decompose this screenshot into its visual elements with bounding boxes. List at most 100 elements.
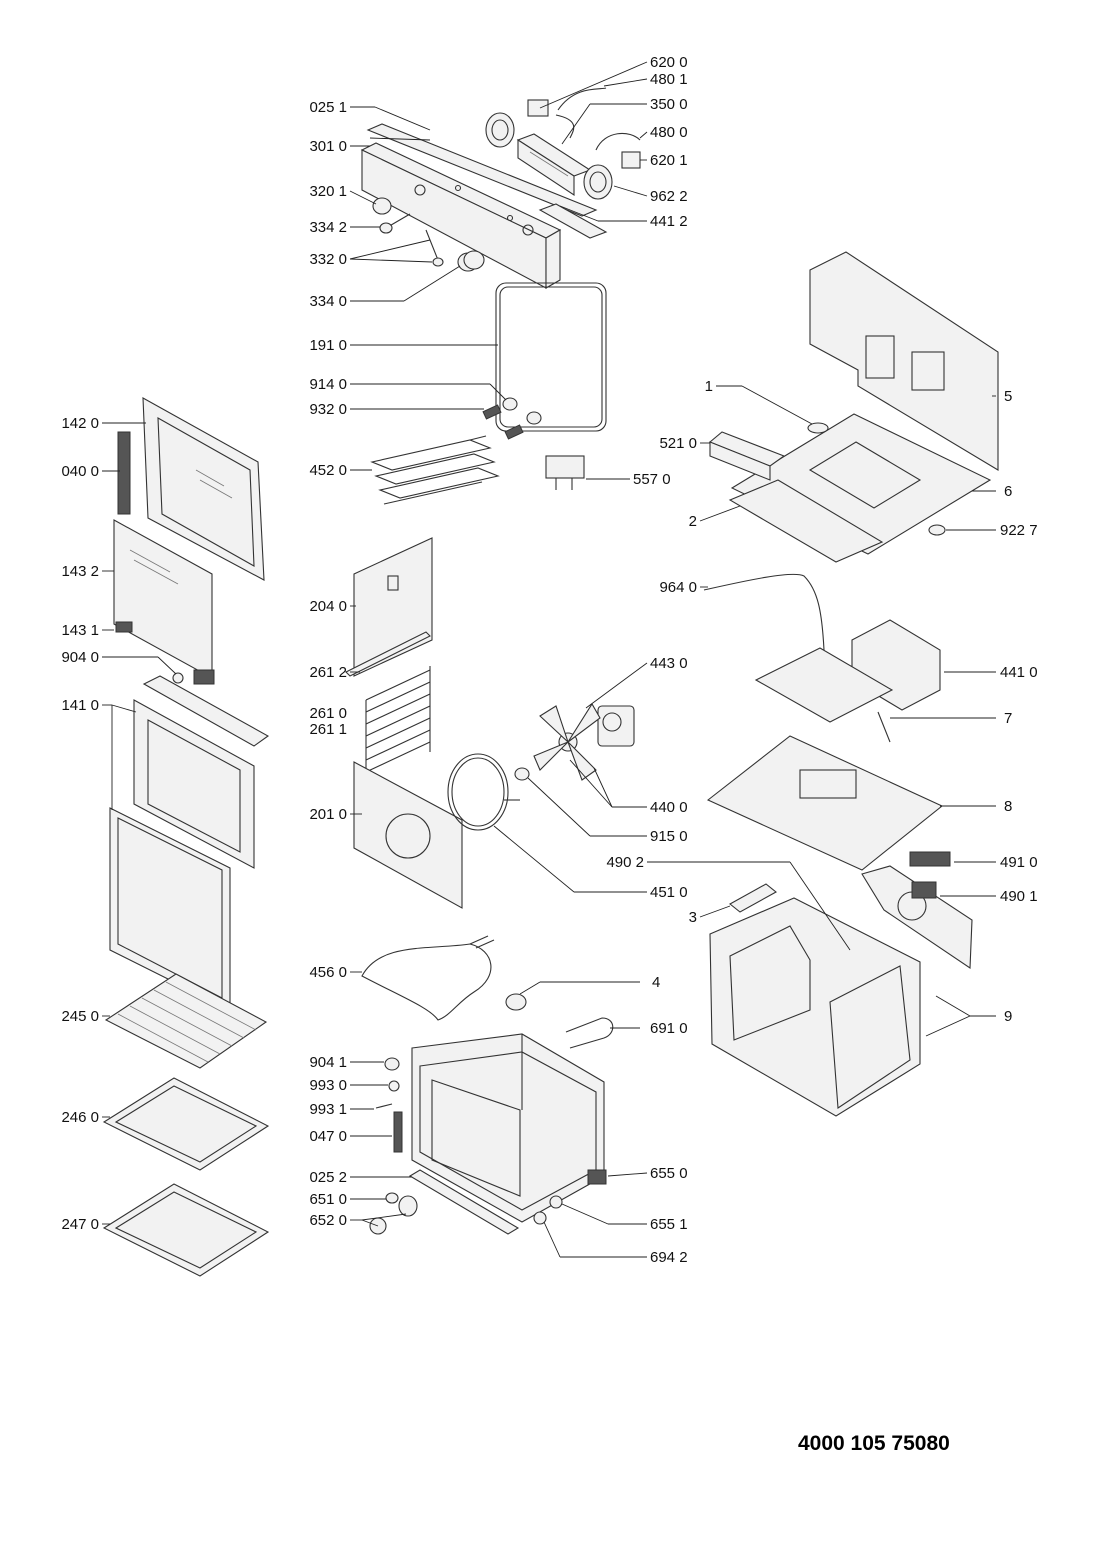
circular-heating-element — [447, 753, 520, 831]
callout-922-7: 922 7 — [1000, 522, 1038, 539]
selector-switch-left — [485, 99, 549, 148]
callout-143-2: 143 2 — [61, 563, 99, 580]
callout-557-0: 557 0 — [633, 471, 671, 488]
callout-141-0: 141 0 — [61, 697, 99, 714]
callout-6: 6 — [1004, 483, 1012, 500]
callout-245-0: 245 0 — [61, 1008, 99, 1025]
control-panel-trim — [366, 123, 598, 217]
callout-191-0: 191 0 — [309, 337, 347, 354]
outer-door-frame — [142, 397, 265, 581]
lamp-socket — [385, 1192, 399, 1204]
cooling-duct-plate — [728, 479, 884, 563]
fan-motor — [597, 705, 635, 747]
callout-040-0: 040 0 — [61, 463, 99, 480]
callout-247-0: 247 0 — [61, 1216, 99, 1233]
callout-8: 8 — [1004, 798, 1012, 815]
outer-casing — [709, 897, 921, 1117]
callout-451-0: 451 0 — [650, 884, 688, 901]
callout-480-0: 480 0 — [650, 124, 688, 141]
catalytic-side-panel — [353, 537, 433, 677]
insulation-block — [729, 883, 777, 913]
callout-620-1: 620 1 — [650, 152, 688, 169]
callout-962-2: 962 2 — [650, 188, 688, 205]
callout-1: 1 — [705, 378, 713, 395]
callout-491-0: 491 0 — [1000, 854, 1038, 871]
callout-5: 5 — [1004, 388, 1012, 405]
foot — [533, 1211, 547, 1225]
fan-guard — [911, 881, 937, 899]
callout-441-0: 441 0 — [1000, 664, 1038, 681]
callout-labels: 620 0 480 1 350 0 480 0 620 1 962 2 441 … — [61, 54, 1037, 1266]
callout-443-0: 443 0 — [650, 655, 688, 672]
lamp-holders — [482, 404, 524, 440]
callout-4: 4 — [652, 974, 660, 991]
door-top-profile — [142, 675, 270, 747]
callout-993-0: 993 0 — [309, 1077, 347, 1094]
callout-914-0: 914 0 — [309, 376, 347, 393]
callout-655-1: 655 1 — [650, 1216, 688, 1233]
document-number: 4000 105 75080 — [798, 1432, 950, 1455]
callout-143-1: 143 1 — [61, 622, 99, 639]
washer — [928, 524, 946, 536]
lamp-cover — [502, 397, 542, 425]
callout-301-0: 301 0 — [309, 138, 347, 155]
callout-993-1: 993 1 — [309, 1101, 347, 1118]
callout-904-1: 904 1 — [309, 1054, 347, 1071]
callout-452-0: 452 0 — [309, 462, 347, 479]
knob-spindle — [379, 213, 411, 234]
callout-691-0: 691 0 — [650, 1020, 688, 1037]
callout-142-0: 142 0 — [61, 415, 99, 432]
wiring-harness-lower — [595, 132, 641, 151]
rear-cavity-panel — [353, 761, 463, 909]
terminal-block — [909, 851, 951, 867]
callout-521-0: 521 0 — [659, 435, 697, 452]
shelf-runners — [365, 666, 431, 786]
fan-blade — [533, 702, 601, 781]
callout-025-2: 025 2 — [309, 1169, 347, 1186]
inner-door-panel — [133, 699, 255, 869]
callout-320-1: 320 1 — [309, 183, 347, 200]
callout-652-0: 652 0 — [309, 1212, 347, 1229]
callout-932-0: 932 0 — [309, 401, 347, 418]
callout-9: 9 — [1004, 1008, 1012, 1025]
glass-clip — [115, 621, 133, 633]
grommet — [807, 422, 829, 434]
cavity-bottom-trim — [408, 1169, 520, 1235]
drip-pan — [102, 1183, 270, 1277]
knob-small — [372, 197, 392, 215]
callout-440-0: 440 0 — [650, 799, 688, 816]
callout-651-0: 651 0 — [309, 1191, 347, 1208]
baking-tray — [102, 1077, 270, 1171]
wiring-harness-upper — [555, 87, 607, 139]
grill-heating-element — [370, 435, 500, 505]
door-lock-bracket — [565, 1017, 614, 1049]
wire-shelf — [104, 973, 268, 1069]
callout-261-2: 261 2 — [309, 664, 347, 681]
callout-655-0: 655 0 — [650, 1165, 688, 1182]
callout-334-2: 334 2 — [309, 219, 347, 236]
callout-025-1: 025 1 — [309, 99, 347, 116]
callout-490-2: 490 2 — [606, 854, 644, 871]
callout-047-0: 047 0 — [309, 1128, 347, 1145]
callout-3: 3 — [689, 909, 697, 926]
cooling-fan-base — [706, 735, 944, 871]
panel-support-bar — [538, 203, 608, 239]
door-gasket — [495, 282, 607, 432]
control-panel — [360, 142, 562, 289]
selector-switch-right — [583, 151, 641, 200]
door-foot-left — [384, 1057, 400, 1071]
shelf-runner-rail — [345, 631, 431, 677]
hinge-screw — [388, 1080, 400, 1092]
door-hinge-block — [193, 669, 215, 685]
bottom-heating-element — [361, 935, 495, 1021]
hinge-bolt — [375, 1103, 393, 1109]
callout-7: 7 — [1004, 710, 1012, 727]
door-hinge-plate — [393, 1111, 403, 1153]
door-hinge — [117, 431, 131, 515]
callout-441-2: 441 2 — [650, 213, 688, 230]
callout-332-0: 332 0 — [309, 251, 347, 268]
knob-large — [457, 250, 485, 272]
callout-261-1: 261 1 — [309, 721, 347, 738]
rear-top-panel — [809, 251, 999, 471]
